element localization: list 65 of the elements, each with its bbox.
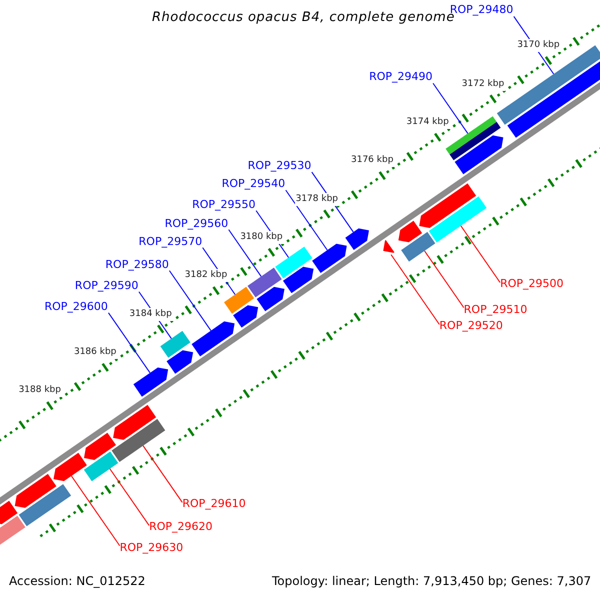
feature-bar [428,196,487,242]
gene-feature [345,228,369,250]
gene-feature [256,286,284,312]
scale-label: 3182 kbp [184,269,228,282]
scale-label: 3174 kbp [405,116,450,129]
scale-label: 3176 kbp [350,154,394,168]
leader-line [70,475,120,546]
gene-label: ROP_29590 [74,278,138,292]
feature-bar [112,418,166,462]
gene-label: ROP_29610 [182,497,246,510]
leader-line [228,229,262,277]
scale-label: 3180 kbp [239,231,284,244]
gene-feature [419,183,476,228]
feature-bar [401,232,436,262]
gene-feature [283,266,314,294]
gene-label: ROP_29520 [439,319,503,332]
gene-feature [166,350,194,374]
gene-feature [312,244,347,273]
genome-stats-note: Topology: linear; Length: 7,913,450 bp; Genes: 7,307 [272,575,592,588]
gene-feature [54,452,87,482]
scale-label: 3188 kbp [18,384,62,398]
gene-label: ROP_29550 [192,198,256,211]
feature-bar [18,484,72,526]
gene-feature [383,240,394,253]
scale-label: 3184 kbp [128,308,173,321]
scale-label: 3170 kbp [516,39,561,52]
leader-line [424,250,464,308]
gene-feature [192,321,235,356]
gene-label: ROP_29620 [149,520,213,534]
gene-feature [233,305,258,328]
gene-label: ROP_29540 [222,177,286,190]
feature-bar [0,516,26,546]
scale-label: 3178 kbp [294,192,339,206]
leader-line [390,254,440,325]
scale-label: 3172 kbp [460,78,506,91]
gene-label: ROP_29500 [500,277,564,290]
accession-note: Accession: NC_012522 [9,575,146,588]
leader-line [108,312,150,374]
gene-label: ROP_29630 [120,540,184,554]
gene-feature [113,404,156,440]
gene-label: ROP_29490 [369,70,432,84]
gene-label: ROP_29530 [248,159,312,172]
gene-label: ROP_29570 [138,234,202,248]
gene-feature [133,368,168,397]
leader-line [109,468,150,526]
leader-line [168,270,212,332]
feature-bar [275,246,312,278]
gene-feature [84,432,116,460]
gene-feature [454,135,504,174]
scale-label: 3186 kbp [72,346,118,360]
gene-label: ROP_29580 [105,258,169,271]
leader-line [460,225,501,283]
leader-line [285,190,328,251]
gene-label: ROP_29600 [44,300,108,313]
feature-bar [160,330,190,358]
gene-feature [398,220,422,242]
gene-label: ROP_29560 [164,216,228,230]
gene-feature [14,474,56,508]
leader-line [432,82,468,134]
gene-label: ROP_29510 [464,302,528,316]
feature-bar [450,122,501,160]
feature-bar [84,452,118,482]
feature-bar [248,268,282,298]
leader-line [142,445,183,503]
feature-bar [224,286,254,314]
